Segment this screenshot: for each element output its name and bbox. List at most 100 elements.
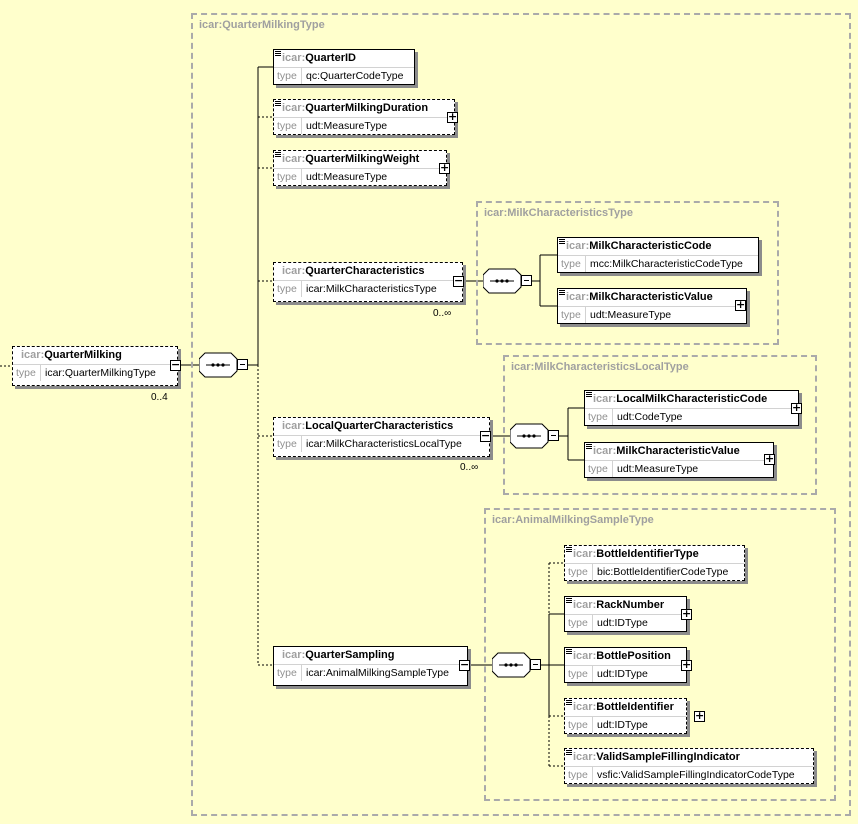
namespace-prefix: icar: bbox=[282, 153, 306, 165]
element-type: vsfic:ValidSampleFillingIndicatorCodeTyp… bbox=[597, 769, 795, 781]
type-keyword: type bbox=[585, 461, 613, 477]
namespace-prefix: icar: bbox=[282, 102, 306, 114]
element-doc-icon bbox=[275, 51, 281, 56]
element-bottle-identifier[interactable]: icar:BottleIdentifier type udt:IDType + bbox=[564, 698, 705, 734]
namespace-prefix: icar: bbox=[573, 599, 597, 611]
element-type: icar:MilkCharacteristicsType bbox=[306, 283, 437, 295]
namespace-prefix: icar: bbox=[282, 265, 306, 277]
sequence-compositor[interactable] bbox=[510, 423, 566, 449]
sequence-compositor[interactable] bbox=[483, 268, 539, 294]
expand-icon[interactable]: + bbox=[791, 401, 802, 414]
element-type: udt:CodeType bbox=[617, 411, 683, 423]
element-name: QuarterSampling bbox=[305, 649, 395, 661]
element-type: udt:MeasureType bbox=[617, 463, 699, 475]
element-type-row: type icar:MilkCharacteristicsType bbox=[274, 281, 462, 297]
element-name: RackNumber bbox=[596, 599, 665, 611]
sequence-compositor[interactable] bbox=[492, 652, 548, 678]
compositor-dot bbox=[211, 363, 215, 367]
compositor-dot bbox=[527, 434, 531, 438]
collapse-icon[interactable]: − bbox=[480, 429, 491, 442]
element-name-row: icar:MilkCharacteristicValue bbox=[585, 443, 773, 461]
element-quarter-characteristics[interactable]: icar:QuarterCharacteristics type icar:Mil… bbox=[273, 262, 464, 302]
type-keyword: type bbox=[565, 717, 593, 733]
element-type: udt:MeasureType bbox=[306, 120, 388, 132]
element-doc-icon bbox=[566, 598, 572, 603]
element-type-row: type udt:MeasureType bbox=[585, 461, 773, 477]
element-milk-characteristic-value[interactable]: icar:MilkCharacteristicValue type udt:Mea… bbox=[584, 442, 775, 478]
element-type: udt:IDType bbox=[597, 719, 648, 731]
expand-icon[interactable]: + bbox=[439, 161, 450, 174]
compositor-dot bbox=[495, 279, 499, 283]
group-label: icar:MilkCharacteristicsType bbox=[484, 207, 633, 219]
type-keyword: type bbox=[558, 256, 586, 272]
type-keyword: type bbox=[565, 564, 593, 580]
cardinality: 0..4 bbox=[151, 392, 168, 403]
namespace-prefix: icar: bbox=[21, 349, 45, 361]
element-doc-icon bbox=[566, 750, 572, 755]
type-keyword: type bbox=[565, 767, 593, 783]
type-keyword: type bbox=[274, 281, 302, 297]
group-quarter-milking-type: icar:QuarterMilkingType bbox=[191, 13, 851, 816]
collapse-icon[interactable]: − bbox=[170, 358, 181, 371]
element-type-row: type vsfic:ValidSampleFillingIndicatorCod… bbox=[565, 767, 813, 783]
compositor-dot bbox=[505, 279, 509, 283]
type-keyword: type bbox=[274, 169, 302, 185]
expand-icon[interactable]: + bbox=[694, 709, 705, 722]
element-name: LocalQuarterCharacteristics bbox=[305, 420, 454, 432]
element-type-row: type bic:BottleIdentifierCodeType bbox=[565, 564, 744, 580]
type-keyword: type bbox=[565, 615, 593, 631]
type-keyword: type bbox=[13, 365, 41, 381]
collapse-icon[interactable]: − bbox=[459, 658, 470, 671]
collapse-icon[interactable]: − bbox=[453, 274, 464, 287]
expand-icon[interactable]: + bbox=[681, 607, 692, 620]
element-type: icar:AnimalMilkingSampleType bbox=[306, 667, 449, 679]
compositor-dot bbox=[509, 663, 513, 667]
element-name: LocalMilkCharacteristicCode bbox=[616, 393, 768, 405]
group-milk-characteristics-type: icar:MilkCharacteristicsType bbox=[476, 201, 779, 345]
cardinality: 0..∞ bbox=[460, 462, 479, 473]
element-name: QuarterCharacteristics bbox=[305, 265, 425, 277]
type-keyword: type bbox=[274, 68, 302, 84]
element-name-row: icar:QuarterSampling bbox=[274, 647, 467, 665]
element-name-row: icar:ValidSampleFillingIndicator bbox=[565, 749, 813, 767]
expand-icon[interactable]: + bbox=[735, 298, 746, 311]
sequence-compositor[interactable] bbox=[199, 352, 255, 378]
type-keyword: type bbox=[274, 436, 302, 452]
element-name: QuarterMilkingWeight bbox=[305, 153, 420, 165]
expand-icon[interactable]: + bbox=[764, 452, 775, 465]
cardinality: 0..∞ bbox=[433, 308, 452, 319]
element-name-row: icar:RackNumber bbox=[565, 597, 686, 615]
element-doc-icon bbox=[559, 239, 565, 244]
element-name-row: icar:BottleIdentifier bbox=[565, 699, 686, 717]
element-name-row: icar:QuarterMilking bbox=[13, 347, 177, 365]
element-type: udt:IDType bbox=[597, 668, 648, 680]
expand-icon[interactable]: + bbox=[447, 110, 458, 123]
compositor-dot bbox=[216, 363, 220, 367]
compositor-dot bbox=[532, 434, 536, 438]
namespace-prefix: icar: bbox=[573, 650, 597, 662]
element-type: bic:BottleIdentifierCodeType bbox=[597, 566, 729, 578]
element-name: BottleIdentifier bbox=[596, 701, 674, 713]
expand-icon[interactable]: + bbox=[681, 658, 692, 671]
element-doc-icon bbox=[566, 547, 572, 552]
group-label: icar:MilkCharacteristicsLocalType bbox=[511, 361, 689, 373]
element-doc-icon bbox=[275, 152, 281, 157]
